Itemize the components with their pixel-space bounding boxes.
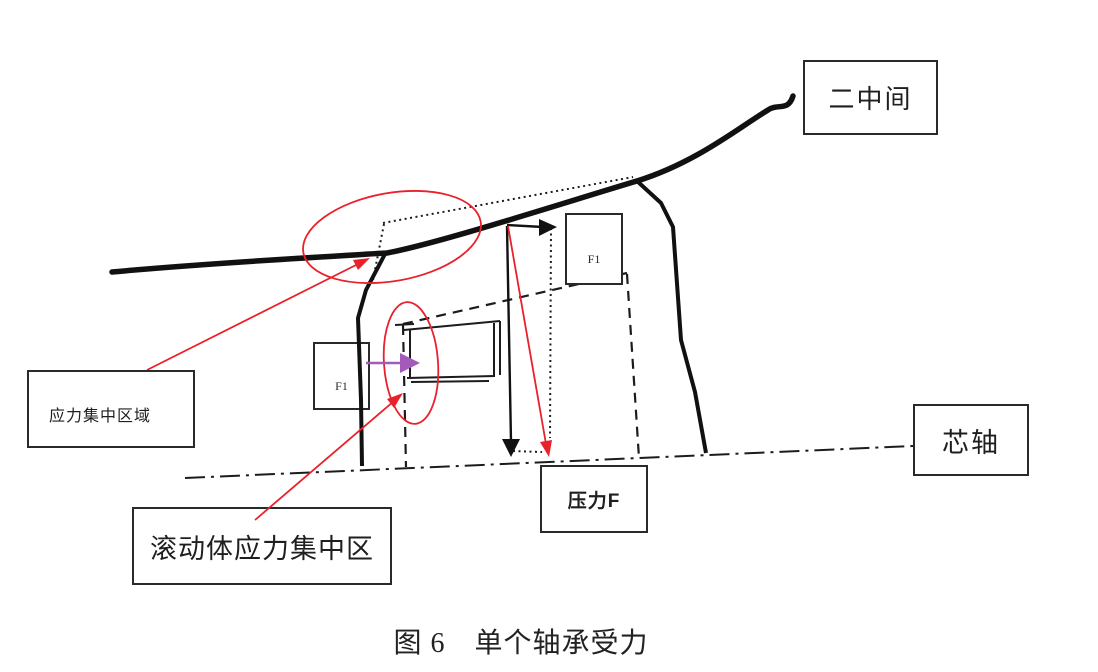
label-box-stress-concentration-region: 应力集中区域 — [27, 370, 195, 448]
roller-rectangle — [403, 320, 501, 383]
shell-curve — [109, 93, 796, 275]
dotted-bottom-segment — [512, 450, 543, 453]
downward-force-arrow — [502, 225, 520, 457]
label-box-pressure-f: 压力F — [540, 465, 648, 533]
label-box-f1-right: F1 — [565, 213, 623, 285]
label-f1-right: F1 — [587, 252, 601, 266]
figure-caption: 图 6 单个轴承受力 — [393, 628, 649, 659]
label-box-f1-left: F1 — [313, 342, 370, 410]
label-box-rolling-element-stress-zone: 滚动体应力集中区 — [132, 507, 392, 585]
label-second-intermediate: 二中间 — [828, 85, 913, 114]
dotted-top-line — [382, 176, 634, 224]
label-rolling-element-stress-zone: 滚动体应力集中区 — [150, 533, 374, 564]
label-stress-concentration-region: 应力集中区域 — [49, 408, 152, 425]
horizontal-force-arrow — [506, 219, 557, 236]
bearing-right-line — [635, 179, 708, 454]
dashed-left-line — [401, 324, 408, 468]
dashed-right-line — [625, 273, 641, 459]
label-box-core-shaft: 芯轴 — [913, 404, 1029, 476]
label-core-shaft: 芯轴 — [942, 427, 1000, 458]
label-pressure-f: 压力F — [567, 490, 621, 512]
dotted-right-line — [549, 227, 552, 439]
label-f1-left: F1 — [335, 379, 348, 393]
corner-tick — [394, 323, 415, 326]
label-box-second-intermediate: 二中间 — [803, 60, 938, 135]
